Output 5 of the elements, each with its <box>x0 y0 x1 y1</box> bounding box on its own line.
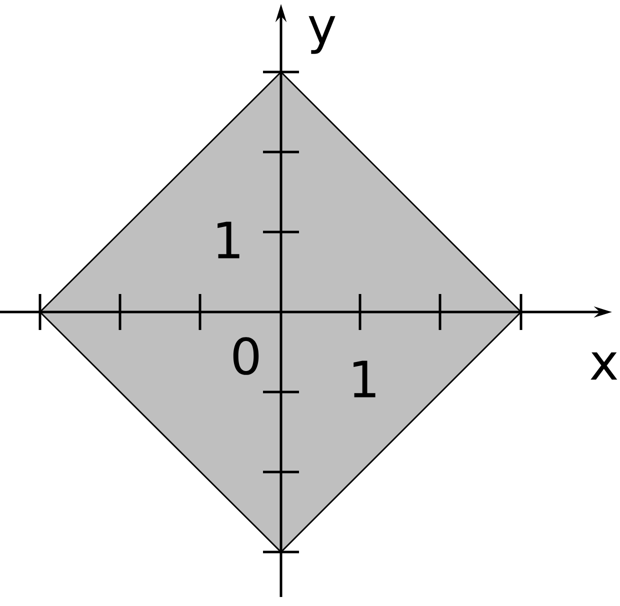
tick-label: 0 <box>233 337 259 375</box>
tick-label: 1 <box>354 360 376 398</box>
tick-label: 1 <box>218 222 240 258</box>
axis-label: x <box>590 352 618 380</box>
axis-label: y <box>308 16 336 54</box>
